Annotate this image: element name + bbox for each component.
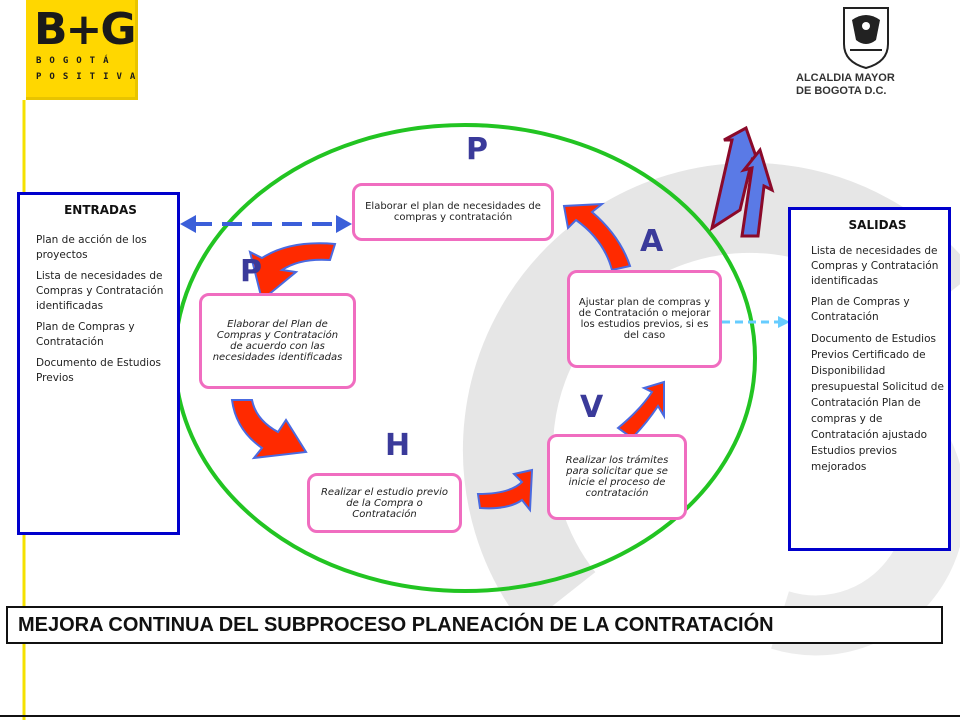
entradas-item: Plan de Compras y Contratación [36, 321, 135, 348]
bog-positiva-logo: B+G BOGOTÁ POSITIVA [26, 0, 138, 100]
letter-v: V [580, 390, 604, 425]
letter-h: H [385, 428, 411, 463]
cycle-box-text: Ajustar plan de compras y de Contratació… [578, 297, 711, 341]
entradas-title: ENTRADAS [64, 203, 137, 217]
cycle-box-text: Realizar el estudio previo de la Compra … [320, 486, 449, 520]
bog-logo-line2: POSITIVA [36, 72, 144, 82]
salidas-item: Plan de Compras y Contratación [811, 296, 910, 323]
cycle-box-elaborar-plan: Elaborar del Plan de Compras y Contratac… [199, 293, 356, 389]
salidas-item: Lista de necesidades de Compras y Contra… [811, 245, 939, 287]
exit-arrow-1 [709, 125, 762, 232]
cycle-box-text: Realizar los trámites para solicitar que… [565, 455, 669, 499]
cycle-box-tramites: Realizar los trámites para solicitar que… [547, 434, 687, 520]
letter-a: A [640, 224, 664, 259]
arrow-cycle-5 [562, 202, 632, 272]
arrow-cycle-2 [230, 399, 308, 460]
alcaldia-line2: DE BOGOTA D.C. [796, 85, 887, 97]
alcaldia-logo: ALCALDIA MAYOR DE BOGOTA D.C. [796, 72, 895, 98]
salidas-title: SALIDAS [848, 218, 907, 232]
cycle-box-estudio-previo: Realizar el estudio previo de la Compra … [307, 473, 462, 533]
arrow-cycle-3 [476, 468, 534, 513]
cycle-box-plan-necesidades: Elaborar el plan de necesidades de compr… [352, 183, 554, 241]
salidas-arrowhead [778, 316, 790, 328]
connector-arrowhead-left [180, 215, 196, 233]
page-title-banner: MEJORA CONTINUA DEL SUBPROCESO PLANEACIÓ… [6, 606, 943, 644]
entradas-box: ENTRADAS Plan de acción de los proyectos… [17, 192, 180, 535]
salidas-item: Documento de Estudios Previos Certificad… [811, 333, 944, 473]
entradas-item: Lista de necesidades de Compras y Contra… [36, 270, 164, 312]
exit-arrow-2 [740, 146, 775, 238]
entradas-item: Documento de Estudios Previos [36, 357, 161, 384]
connector-arrowhead-right [336, 215, 352, 233]
letter-p-top: P [466, 132, 488, 167]
letter-p-left: P [240, 254, 262, 289]
alcaldia-line1: ALCALDIA MAYOR [796, 72, 895, 84]
bog-logo-text: B+G [34, 4, 137, 55]
arrow-cycle-4 [616, 380, 665, 440]
coat-of-arms-icon [843, 7, 889, 70]
salidas-box: SALIDAS Lista de necesidades de Compras … [788, 207, 951, 551]
page-title: MEJORA CONTINUA DEL SUBPROCESO PLANEACIÓ… [18, 613, 774, 636]
arrow-cycle-1 [248, 242, 337, 302]
cycle-box-text: Elaborar del Plan de Compras y Contratac… [212, 319, 343, 363]
cycle-box-ajustar-plan: Ajustar plan de compras y de Contratació… [567, 270, 722, 368]
bog-logo-line1: BOGOTÁ [36, 56, 117, 66]
cycle-box-text: Elaborar el plan de necesidades de compr… [365, 201, 541, 223]
entradas-item: Plan de acción de los proyectos [36, 234, 147, 261]
